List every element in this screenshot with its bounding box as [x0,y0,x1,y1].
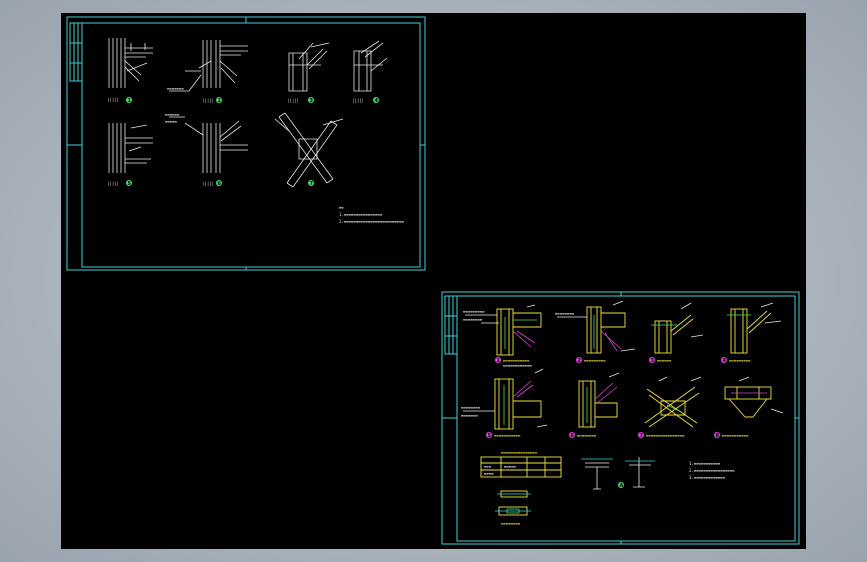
svg-text:6: 6 [571,433,575,439]
svg-text:≡≡≡≡≡≡≡≡≡≡≡: ≡≡≡≡≡≡≡≡≡≡≡ [494,433,521,438]
svg-text:≡≡≡: ≡≡≡ [484,464,492,469]
svg-text:4: 4 [375,98,379,104]
svg-text:≡≡≡≡≡≡: ≡≡≡≡≡≡ [657,358,672,363]
svg-text:≡≡≡≡≡≡≡≡: ≡≡≡≡≡≡≡≡ [463,317,483,322]
svg-text:3: 3 [651,358,655,364]
svg-text:|||||: ||||| [202,181,214,186]
sheet-2-detail-7[interactable]: 7 ≡≡≡≡≡≡≡≡≡≡≡≡≡≡≡≡ [638,376,702,439]
svg-text:3.≡≡≡≡≡≡≡≡≡≡≡≡≡: 3.≡≡≡≡≡≡≡≡≡≡≡≡≡ [689,475,726,480]
sheet-1-tick-marks [67,17,425,270]
sheet-1-detail-4[interactable]: ||||| 4 [352,40,388,104]
svg-text:≡≡≡≡≡≡≡: ≡≡≡≡≡≡≡ [461,413,478,418]
sheet-2-inner-border [456,295,796,542]
svg-text:≡≡≡≡≡≡≡≡≡≡≡≡≡≡≡≡: ≡≡≡≡≡≡≡≡≡≡≡≡≡≡≡≡ [646,433,685,438]
cad-drawing-canvas[interactable]: ||||| 1 ≡≡≡≡≡≡≡ ||||| 2 ||||| 3 [61,13,806,549]
svg-text:≡≡≡≡≡≡≡≡: ≡≡≡≡≡≡≡≡ [501,521,521,526]
detail-badge [495,357,501,363]
detail-badge [126,97,132,103]
sheet-1-inner-border [81,22,421,268]
detail-badge [216,97,222,103]
svg-text:≡≡≡≡: ≡≡≡≡ [484,471,494,476]
detail-badge [308,180,314,186]
svg-text:|||||: ||||| [107,181,119,186]
drawing-sheet-1[interactable]: ||||| 1 ≡≡≡≡≡≡≡ ||||| 2 ||||| 3 [66,16,426,271]
sheet-1-detail-5[interactable]: ||||| 5 [107,123,153,187]
svg-text:3: 3 [310,98,314,104]
sheet-2-binding-strip [444,295,458,355]
sheet-2-section-a[interactable]: A [581,457,655,490]
svg-text:2: 2 [218,98,222,104]
svg-text:≡≡≡≡≡≡≡≡: ≡≡≡≡≡≡≡≡ [555,311,575,316]
detail-badge [714,432,720,438]
cad-model-viewport[interactable]: ||||| 1 ≡≡≡≡≡≡≡ ||||| 2 ||||| 3 [61,13,806,549]
svg-text:≡≡≡≡≡≡≡≡: ≡≡≡≡≡≡≡≡ [461,405,481,410]
svg-text:≡≡≡≡≡≡: ≡≡≡≡≡≡ [165,112,180,117]
svg-text:≡≡≡≡≡≡≡≡≡: ≡≡≡≡≡≡≡≡≡ [584,358,606,363]
sheet-2-detail-1[interactable]: ≡≡≡≡≡≡≡≡≡ ≡≡≡≡≡≡≡≡ 1 ≡≡≡≡≡≡≡≡≡≡≡ ≡≡≡≡≡≡≡… [463,304,542,368]
svg-text:2.≡≡≡≡≡≡≡≡≡≡≡≡≡≡≡≡≡: 2.≡≡≡≡≡≡≡≡≡≡≡≡≡≡≡≡≡ [689,468,735,473]
detail-badge [721,357,727,363]
detail-badge [576,357,582,363]
sheet-1-general-notes: ≡≡ 1.≡≡≡≡≡≡≡≡≡≡≡≡≡≡≡≡ 2.≡≡≡≡≡≡≡≡≡≡≡≡≡≡≡≡… [339,205,405,224]
sheet-2-general-notes: 1.≡≡≡≡≡≡≡≡≡≡≡ 2.≡≡≡≡≡≡≡≡≡≡≡≡≡≡≡≡≡ 3.≡≡≡≡… [689,461,735,480]
svg-text:5: 5 [488,433,492,439]
svg-text:6: 6 [218,181,222,187]
sheet-2-detail-8[interactable]: 8 ≡≡≡≡≡≡≡≡≡≡≡ [714,376,784,439]
svg-text:≡≡≡≡≡≡≡: ≡≡≡≡≡≡≡ [167,86,184,91]
sheet-1-binding-strip [69,22,83,82]
svg-text:8: 8 [716,433,720,439]
detail-badge [486,432,492,438]
svg-text:5: 5 [128,181,132,187]
svg-text:2.≡≡≡≡≡≡≡≡≡≡≡≡≡≡≡≡≡≡≡≡≡≡≡≡≡: 2.≡≡≡≡≡≡≡≡≡≡≡≡≡≡≡≡≡≡≡≡≡≡≡≡≡ [339,219,405,224]
sheet-2-parts-table[interactable]: ≡≡≡≡≡≡≡≡≡≡≡≡≡≡≡ ≡≡≡ ≡≡≡≡≡ ≡≡≡≡ [480,450,562,478]
sheet-2-detail-6[interactable]: 6 ≡≡≡≡≡≡≡≡ [569,372,620,439]
sheet-1-detail-6[interactable]: ≡≡≡≡≡≡ ≡≡≡≡≡ ||||| 6 [165,112,248,187]
svg-text:≡≡≡≡≡≡≡≡: ≡≡≡≡≡≡≡≡ [577,433,597,438]
svg-text:2: 2 [578,358,582,364]
svg-text:≡≡≡≡≡≡≡≡≡≡≡: ≡≡≡≡≡≡≡≡≡≡≡ [503,358,530,363]
svg-text:4: 4 [723,358,727,364]
svg-text:1.≡≡≡≡≡≡≡≡≡≡≡≡≡≡≡≡: 1.≡≡≡≡≡≡≡≡≡≡≡≡≡≡≡≡ [339,212,383,217]
sheet-2-detail-5[interactable]: ≡≡≡≡≡≡≡≡ ≡≡≡≡≡≡≡ 5 ≡≡≡≡≡≡≡≡≡≡≡ [461,368,548,439]
sheet-1-detail-3[interactable]: ||||| 3 [287,42,330,104]
sheet-2-detail-3[interactable]: 3 ≡≡≡≡≡≡ [649,302,704,364]
svg-text:|||||: ||||| [287,98,299,103]
sheet-2-outer-border [441,291,800,545]
svg-text:≡≡≡≡≡≡≡≡≡: ≡≡≡≡≡≡≡≡≡ [729,358,751,363]
svg-text:7: 7 [640,433,644,439]
detail-badge [308,97,314,103]
svg-text:≡≡≡≡≡≡≡≡≡≡≡≡≡≡≡: ≡≡≡≡≡≡≡≡≡≡≡≡≡≡≡ [501,450,538,455]
sheet-1-detail-7[interactable]: 7 [274,112,344,188]
detail-badge [569,432,575,438]
svg-text:1: 1 [497,358,501,364]
sheet-1-detail-1[interactable]: ||||| 1 [107,38,153,104]
svg-text:≡≡≡≡≡≡≡≡≡≡≡: ≡≡≡≡≡≡≡≡≡≡≡ [722,433,749,438]
sheet-2-plate-detail[interactable]: ≡≡≡≡≡≡≡≡ [495,490,531,526]
svg-text:7: 7 [310,181,314,187]
svg-text:≡≡: ≡≡ [339,205,344,210]
svg-text:1: 1 [128,98,132,104]
svg-text:A: A [620,483,624,489]
svg-text:≡≡≡≡≡: ≡≡≡≡≡ [165,119,178,124]
svg-text:≡≡≡≡≡≡≡≡≡≡≡≡: ≡≡≡≡≡≡≡≡≡≡≡≡ [503,363,532,368]
detail-badge [373,97,379,103]
sheet-1-detail-2[interactable]: ≡≡≡≡≡≡≡ ||||| 2 [167,40,248,104]
detail-badge [216,180,222,186]
detail-badge [649,357,655,363]
drawing-sheet-2[interactable]: ≡≡≡≡≡≡≡≡≡ ≡≡≡≡≡≡≡≡ 1 ≡≡≡≡≡≡≡≡≡≡≡ ≡≡≡≡≡≡≡… [441,291,800,545]
sheet-2-detail-4[interactable]: 4 ≡≡≡≡≡≡≡≡≡ [721,302,782,364]
svg-text:|||||: ||||| [202,98,214,103]
svg-text:|||||: ||||| [107,97,119,102]
svg-text:1.≡≡≡≡≡≡≡≡≡≡≡: 1.≡≡≡≡≡≡≡≡≡≡≡ [689,461,721,466]
svg-text:≡≡≡≡≡≡≡≡≡: ≡≡≡≡≡≡≡≡≡ [463,309,485,314]
section-badge [618,482,624,488]
sheet-2-detail-2[interactable]: ≡≡≡≡≡≡≡≡ 2 ≡≡≡≡≡≡≡≡≡ [555,300,636,364]
sheet-2-tick-marks [442,292,799,544]
detail-badge [126,180,132,186]
svg-text:≡≡≡≡≡: ≡≡≡≡≡ [504,464,517,469]
svg-text:|||||: ||||| [352,98,364,103]
detail-badge [638,432,644,438]
